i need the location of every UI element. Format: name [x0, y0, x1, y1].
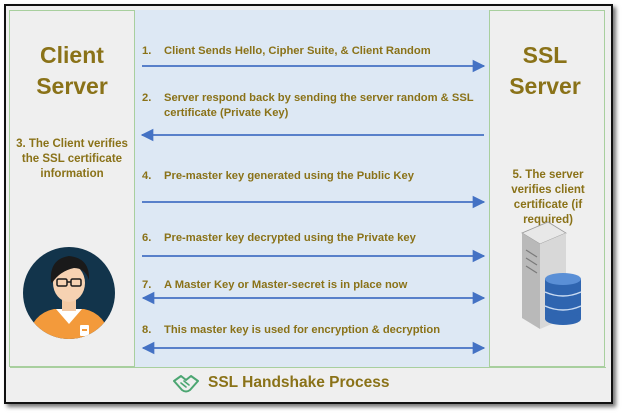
step-2: 2. Server respond back by sending the ser… — [142, 91, 482, 121]
step-text: This master key is used for encryption &… — [164, 324, 441, 336]
user-avatar-icon — [23, 247, 115, 339]
step-7: 7. A Master Key or Master-secret is in pl… — [142, 278, 482, 293]
footer-title: SSL Handshake Process — [208, 374, 390, 391]
step-text: Pre-master key decrypted using the Priva… — [164, 232, 416, 244]
client-title-line-2: Server — [36, 73, 108, 99]
step-text: Pre-master key generated using the Publi… — [164, 170, 414, 182]
step-4: 4. Pre-master key generated using the Pub… — [142, 169, 482, 184]
step-number: 1. — [142, 45, 152, 57]
message-lane — [134, 10, 490, 367]
handshake-icon — [173, 375, 199, 393]
step-number: 4. — [142, 170, 152, 182]
step-text: A Master Key or Master-secret is in plac… — [164, 279, 408, 291]
server-title-line-2: Server — [509, 73, 581, 99]
client-verify-note: 3. The Client verifies the SSL certifica… — [16, 138, 128, 180]
server-title: SSL Server — [490, 40, 600, 102]
server-verify-note: 5. The server verifies client certificat… — [511, 169, 585, 226]
step-number: 6. — [142, 232, 152, 244]
step-8: 8. This master key is used for encryption… — [142, 323, 482, 338]
server-title-line-1: SSL — [522, 42, 568, 68]
server-database-icon — [521, 221, 582, 329]
footer-bar: SSL Handshake Process — [10, 367, 606, 396]
step-text: Client Sends Hello, Cipher Suite, & Clie… — [164, 45, 431, 57]
step-number: 2. — [142, 92, 152, 104]
step-number: 8. — [142, 324, 152, 336]
client-title: Client Server — [10, 40, 134, 102]
step-text: Server respond back by sending the serve… — [164, 92, 474, 119]
step-number: 7. — [142, 279, 152, 291]
footer-label-group: SSL Handshake Process — [172, 372, 390, 394]
client-title-line-1: Client — [40, 42, 104, 68]
step-1: 1. Client Sends Hello, Cipher Suite, & Cl… — [142, 44, 482, 59]
step-6: 6. Pre-master key decrypted using the Pri… — [142, 231, 482, 246]
